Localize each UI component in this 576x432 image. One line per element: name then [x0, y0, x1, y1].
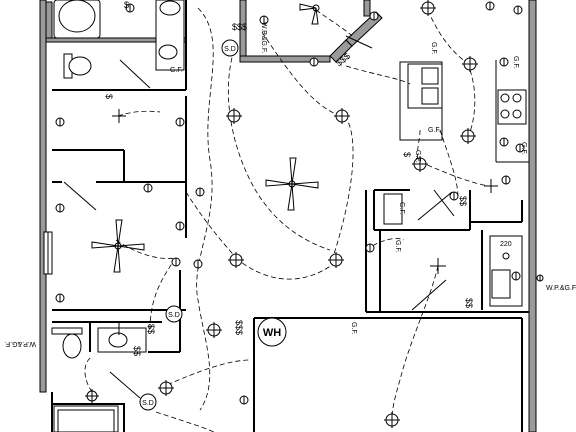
gfi-label: G.F.: [394, 240, 401, 253]
switch-label: $: [104, 94, 114, 99]
interior-walls: [51, 0, 529, 432]
gfi-label: G.F.: [428, 127, 441, 134]
kitchen-fixtures: [383, 60, 529, 307]
gfi-label: G.F.: [430, 42, 437, 55]
doors: [63, 35, 455, 399]
outlet-220: 220: [500, 241, 512, 260]
gfi-label: G.F.: [170, 67, 183, 74]
wp-gfi-label: W.P.&G.F.: [260, 22, 267, 53]
ceiling-fan-icon: [265, 157, 319, 211]
switch-label: $$: [464, 298, 474, 308]
receptacle-icon: [55, 1, 544, 405]
left-window: [43, 231, 53, 275]
wp-gfi-label: W.P.&G.F.: [5, 340, 36, 347]
bathroom-fixtures: [51, 0, 185, 432]
gfi-label: G.F.: [414, 150, 421, 163]
switch-label: $$: [458, 196, 468, 206]
switch-label: $: [124, 0, 129, 10]
gfi-label: G.F.: [398, 202, 405, 215]
gfi-labels: G.F. G.F. G.F. G.F. G.F. G.F. G.F. G.F. …: [170, 42, 527, 335]
water-heater: WH: [257, 317, 287, 347]
wp-gfi-labels: W.P.&G.F. W.P.&G.F. W.P.&G.F.: [5, 22, 576, 347]
gfi-label: G.F.: [512, 56, 519, 69]
switch-label: $$$: [234, 320, 244, 335]
smoke-detector-label: S.D: [168, 312, 180, 319]
wall-light-icon: [112, 109, 498, 335]
gfi-label: G.F.: [350, 322, 357, 335]
switch-label: $$: [146, 324, 156, 334]
smoke-detector-icon: S.D S.D S.D: [139, 39, 239, 411]
wp-gfi-label: W.P.&G.F.: [546, 285, 576, 292]
smoke-detector-label: S.D: [224, 46, 236, 53]
switch-label: $$: [132, 346, 142, 356]
smoke-detector-label: S.D: [142, 400, 154, 407]
ceiling-fan-icon: [91, 219, 145, 273]
switch-label: $: [402, 152, 412, 157]
ceiling-light-icon: [85, 0, 478, 428]
switch-label: $$$: [232, 22, 247, 32]
outlet-220-label: 220: [500, 241, 512, 248]
gfi-label: G.F.: [520, 142, 527, 155]
ceiling-fan-icon: [299, 3, 320, 25]
exterior-walls: [39, 0, 537, 432]
water-heater-label: WH: [263, 327, 281, 339]
